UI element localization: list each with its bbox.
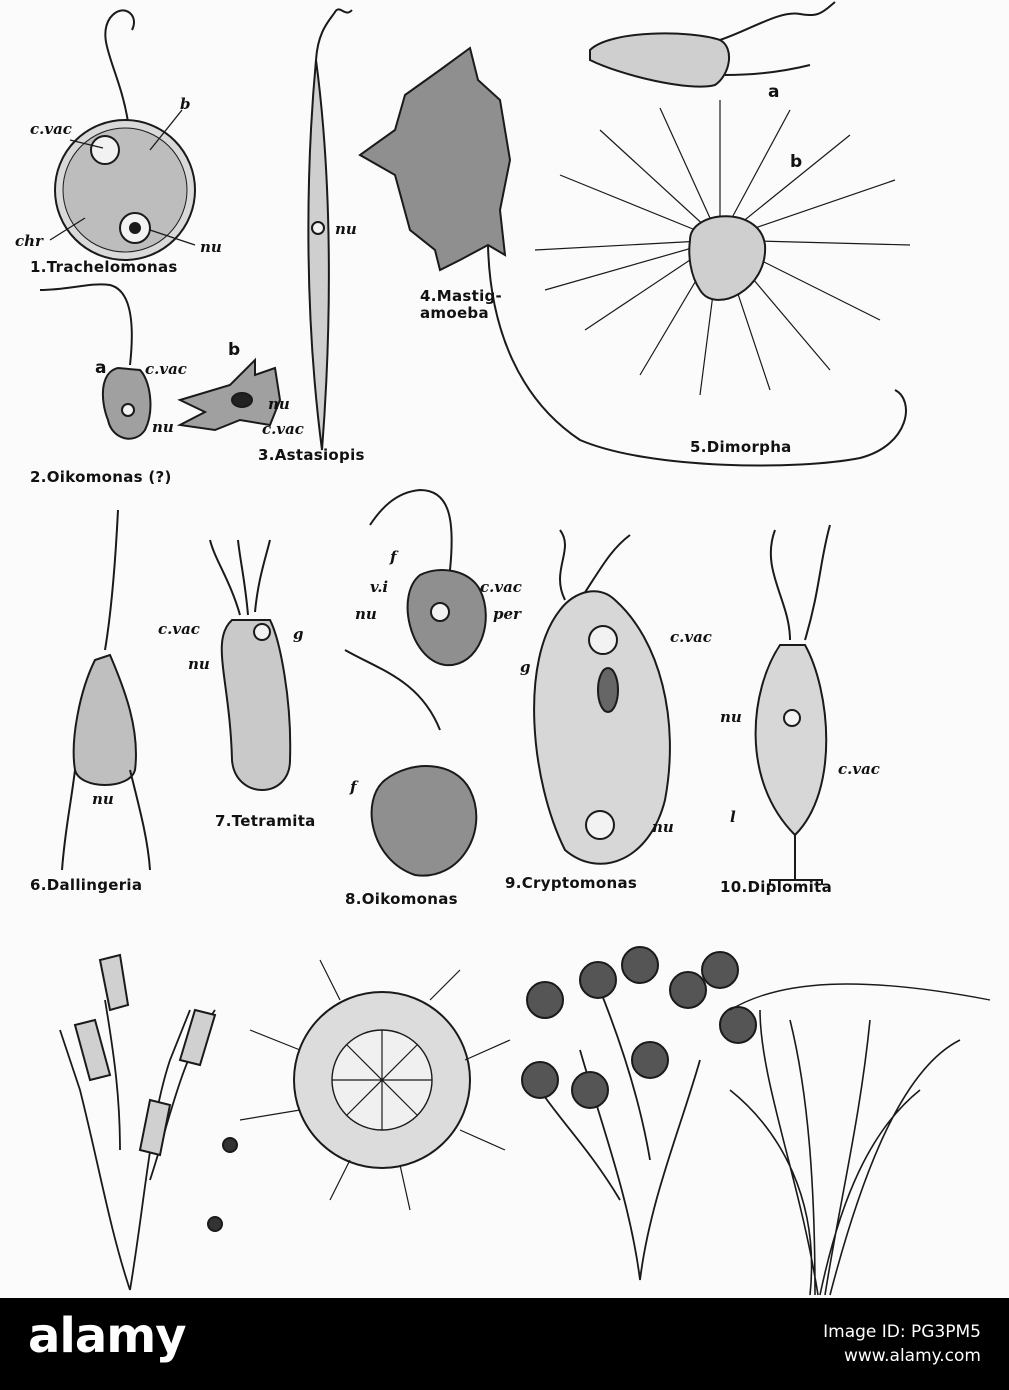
caption-fig-3: 3.Astasiopis — [258, 446, 365, 464]
plate-drawing — [39, 1, 991, 1296]
label-fig2-b: b — [228, 340, 241, 360]
label-fig1-c-vac: c.vac — [30, 120, 72, 138]
caption-fig-4: 4.Mastig- amoeba — [420, 287, 503, 322]
footer-url-text: www.alamy.com — [843, 1346, 981, 1366]
label-fig7-nu: nu — [188, 655, 210, 673]
label-fig8-f: f — [390, 548, 397, 566]
label-fig8-v-i: v.i — [370, 578, 389, 596]
label-fig9-per: per — [493, 605, 521, 623]
caption-fig-6: 6.Dallingeria — [30, 876, 143, 894]
figure-4-mastigamoeba — [358, 46, 907, 467]
label-fig9-c-vac: c.vac — [670, 628, 712, 646]
figure-3-astasiopis — [307, 8, 353, 451]
image-id-text: Image ID: PG3PM5 — [823, 1322, 981, 1342]
label-fig3-nu: nu — [335, 220, 357, 238]
alamy-logo: alamy — [28, 1308, 187, 1364]
footer-reference: Image ID: PG3PM5 www.alamy.com — [823, 1320, 981, 1368]
label-fig10-nu: nu — [720, 708, 742, 726]
label-fig8-f-b: f — [350, 778, 357, 796]
label-fig8-c-vac: c.vac — [480, 578, 522, 596]
figure-8-oikomonas — [344, 488, 487, 877]
colony-drawing-2 — [239, 959, 511, 1211]
figure-10-diplomita — [754, 524, 831, 885]
label-fig2-nu: nu — [152, 418, 174, 436]
watermark-footer: alamy Image ID: PG3PM5 www.alamy.com — [0, 1298, 1009, 1390]
figure-1-trachelomonas — [49, 9, 196, 261]
label-fig7-c-vac: c.vac — [158, 620, 200, 638]
label-fig1-b: b — [180, 95, 191, 113]
label-fig2-a: a — [95, 358, 107, 378]
label-fig6-nu: nu — [92, 790, 114, 808]
figure-9-cryptomonas — [533, 529, 671, 865]
label-fig2-nu-b: nu — [268, 395, 290, 413]
caption-fig-10: 10.Diplomita — [720, 878, 833, 896]
label-fig9-g: g — [520, 658, 531, 676]
label-fig9-nu: nu — [652, 818, 674, 836]
caption-fig-9: 9.Cryptomonas — [505, 874, 638, 892]
figure-2-oikomonas — [39, 283, 282, 440]
caption-fig-2: 2.Oikomonas (?) — [30, 468, 172, 486]
caption-fig-1: 1.Trachelomonas — [30, 258, 178, 276]
label-fig10-c-vac: c.vac — [838, 760, 880, 778]
illustration-plate: 1.Trachelomonas 2.Oikomonas (?) 3.Astasi… — [15, 1, 991, 1296]
figure-5-dimorpha — [534, 1, 911, 396]
label-fig5-a: a — [768, 82, 780, 102]
label-fig1-nu: nu — [200, 238, 222, 256]
label-fig8-nu: nu — [355, 605, 377, 623]
label-fig10-l: l — [730, 808, 736, 826]
figure-6-dallingeria — [61, 509, 151, 871]
colony-drawing-4 — [729, 983, 991, 1296]
caption-fig-5: 5.Dimorpha — [690, 438, 792, 456]
figure-7-tetramita — [209, 539, 292, 791]
caption-fig-8: 8.Oikomonas — [345, 890, 458, 908]
label-fig2-c-vac: c.vac — [145, 360, 187, 378]
label-fig1-chr: chr — [15, 232, 43, 250]
label-fig7-g: g — [293, 625, 304, 643]
label-fig2-c-vac-b: c.vac — [262, 420, 304, 438]
label-fig5-b: b — [790, 152, 803, 172]
colony-drawing-3 — [521, 946, 757, 1281]
colony-drawing-1 — [59, 953, 238, 1291]
caption-fig-7: 7.Tetramita — [215, 812, 316, 830]
